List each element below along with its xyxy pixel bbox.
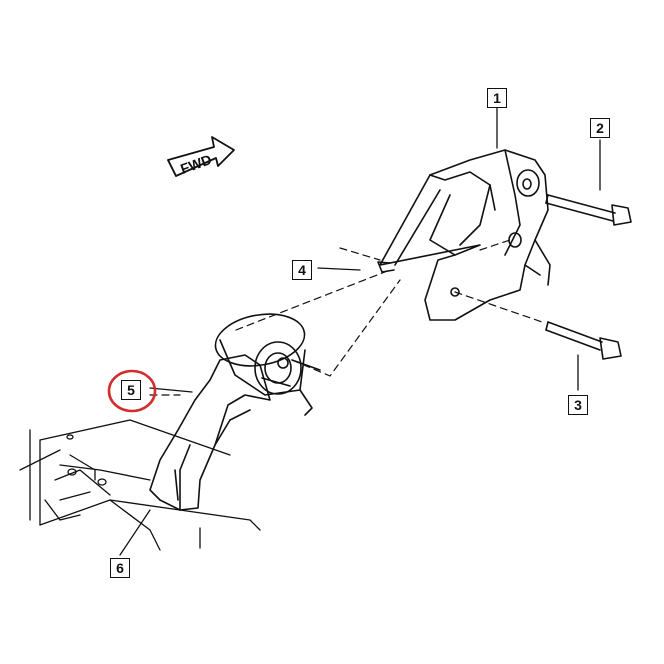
frame-rail: [19, 419, 261, 551]
assembly-line: [149, 239, 546, 396]
mount-part-5: [214, 313, 321, 416]
callout-4: 4: [292, 260, 312, 280]
callout-5: 5: [121, 380, 141, 400]
callout-3: 3: [568, 395, 588, 415]
highlight-circle: [107, 369, 157, 413]
bolt-part-2: [545, 194, 632, 226]
lower-bracket-part-6: [149, 354, 271, 511]
leader-lines: [119, 107, 601, 556]
callout-1: 1: [487, 88, 507, 108]
callout-2: 2: [590, 118, 610, 138]
callout-6: 6: [110, 558, 130, 578]
bolt-part-3: [545, 321, 622, 360]
fwd-arrow-icon: [167, 136, 235, 177]
upper-bracket-part-1: [377, 149, 551, 321]
